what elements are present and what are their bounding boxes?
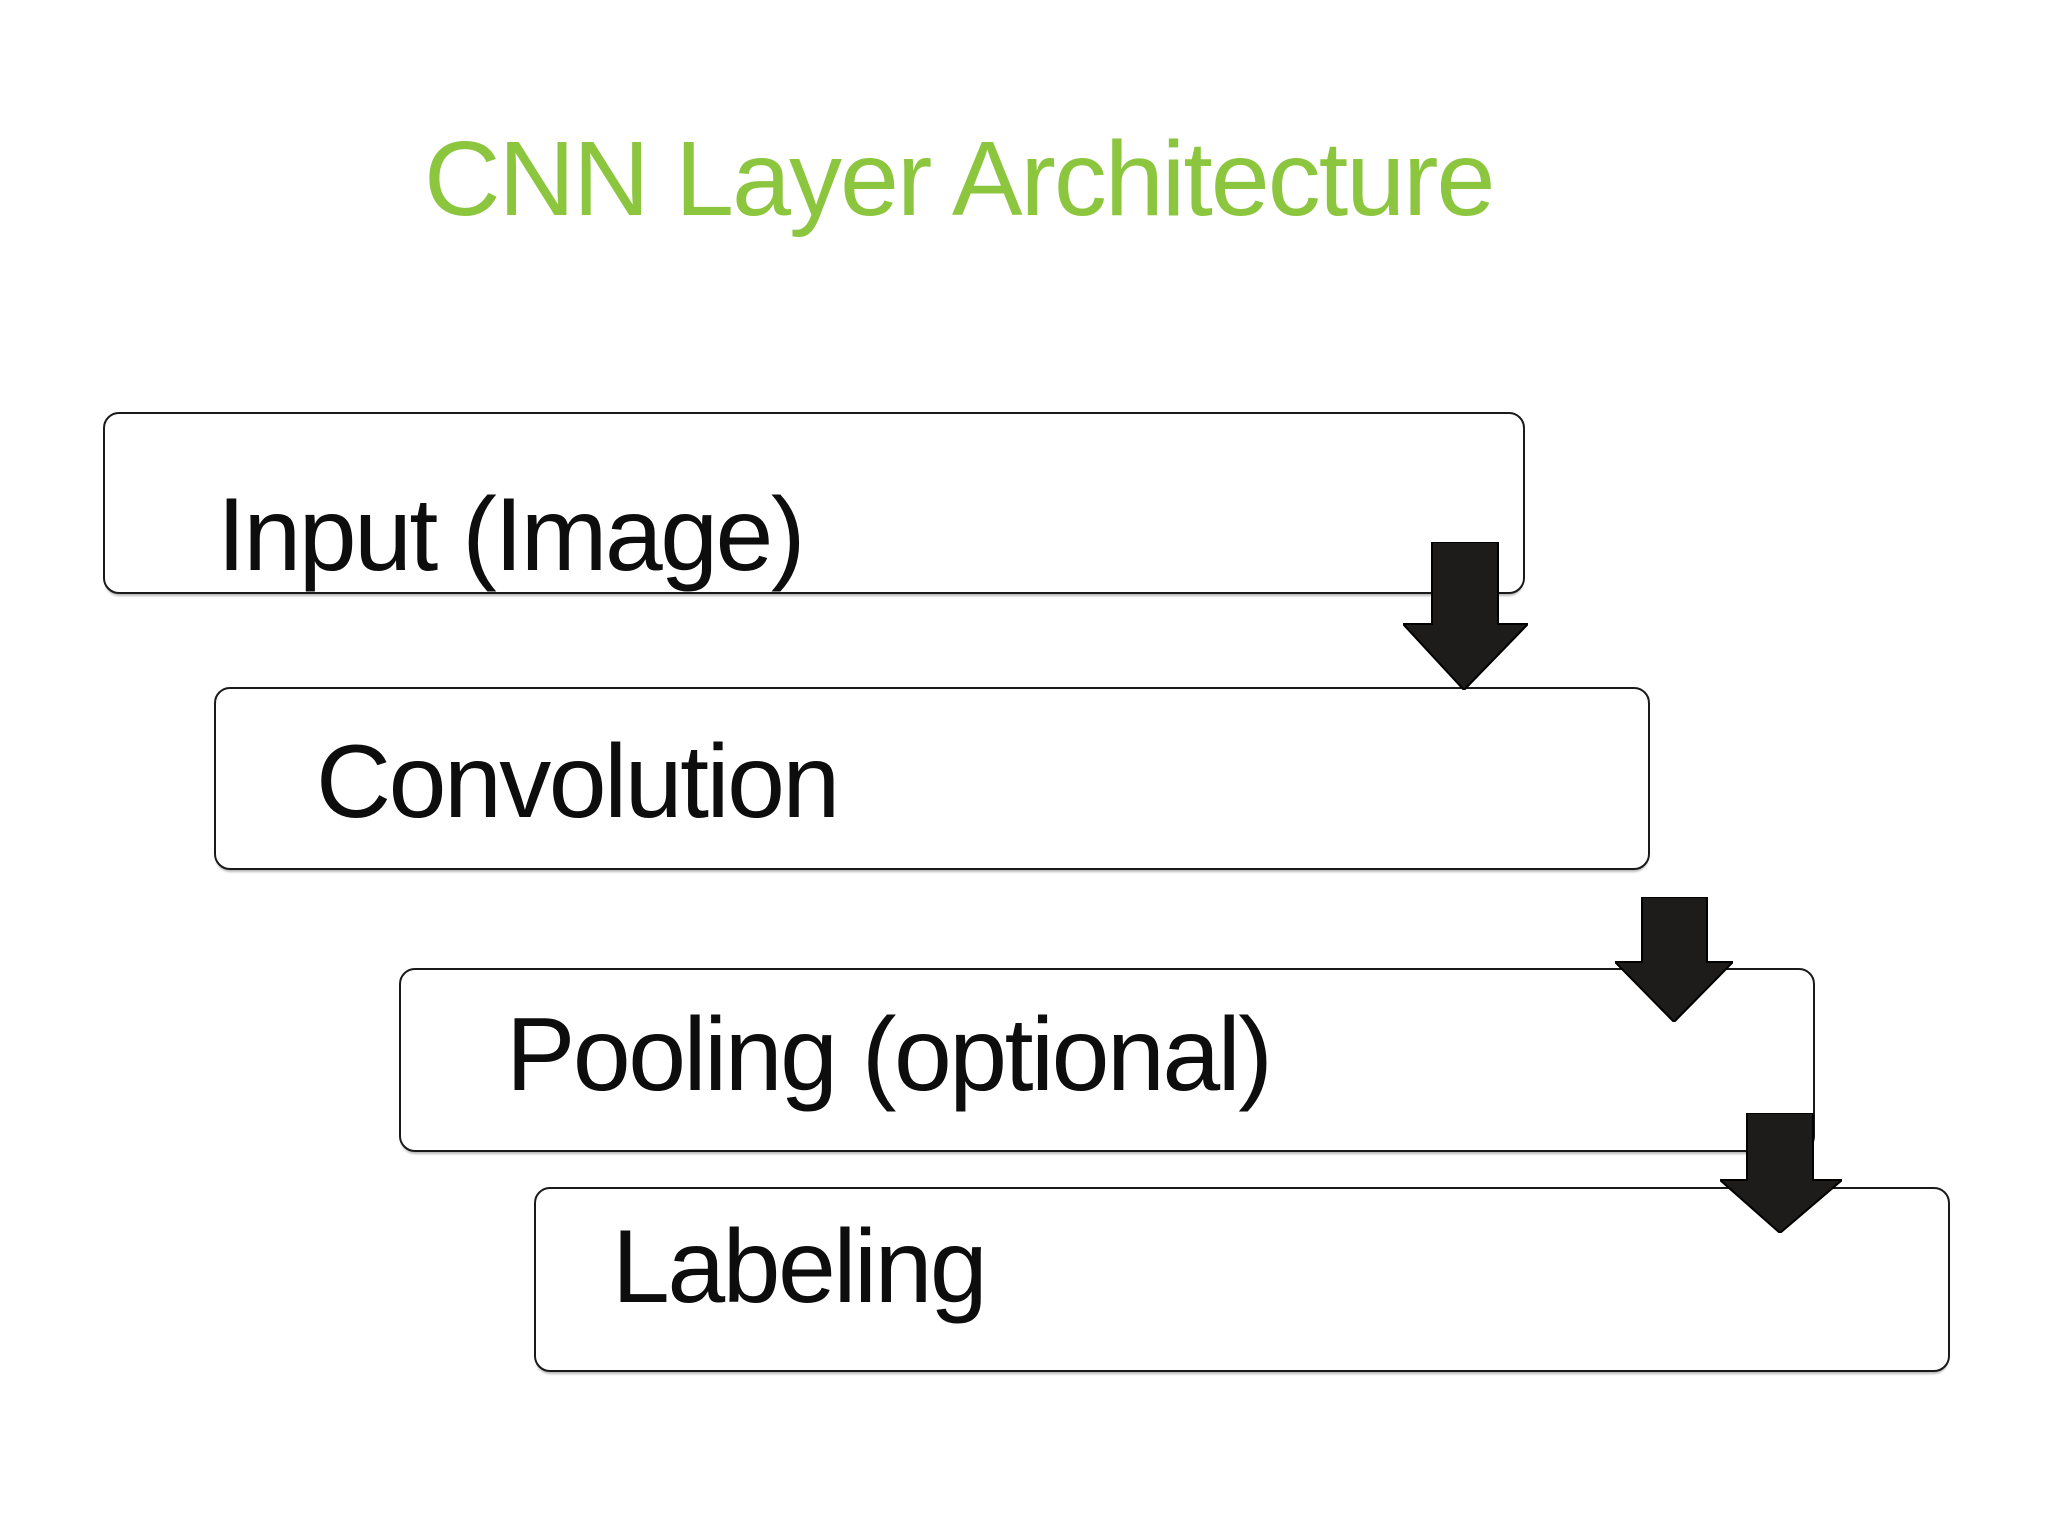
flow-step-labeling: Labeling — [534, 1187, 1950, 1372]
flow-step-label: Input (Image) — [217, 477, 806, 593]
page-title: CNN Layer Architecture — [424, 120, 1495, 238]
down-arrow-icon — [1403, 542, 1528, 690]
flow-step-input-image: Input (Image) — [103, 412, 1525, 594]
flow-step-label: Convolution — [316, 724, 840, 840]
flow-step-label: Labeling — [612, 1209, 988, 1325]
flow-step-pooling: Pooling (optional) — [399, 968, 1815, 1152]
flow-step-label: Pooling (optional) — [506, 997, 1273, 1113]
down-arrow-icon — [1720, 1113, 1842, 1233]
flow-step-convolution: Convolution — [214, 687, 1650, 870]
down-arrow-icon — [1615, 897, 1733, 1022]
